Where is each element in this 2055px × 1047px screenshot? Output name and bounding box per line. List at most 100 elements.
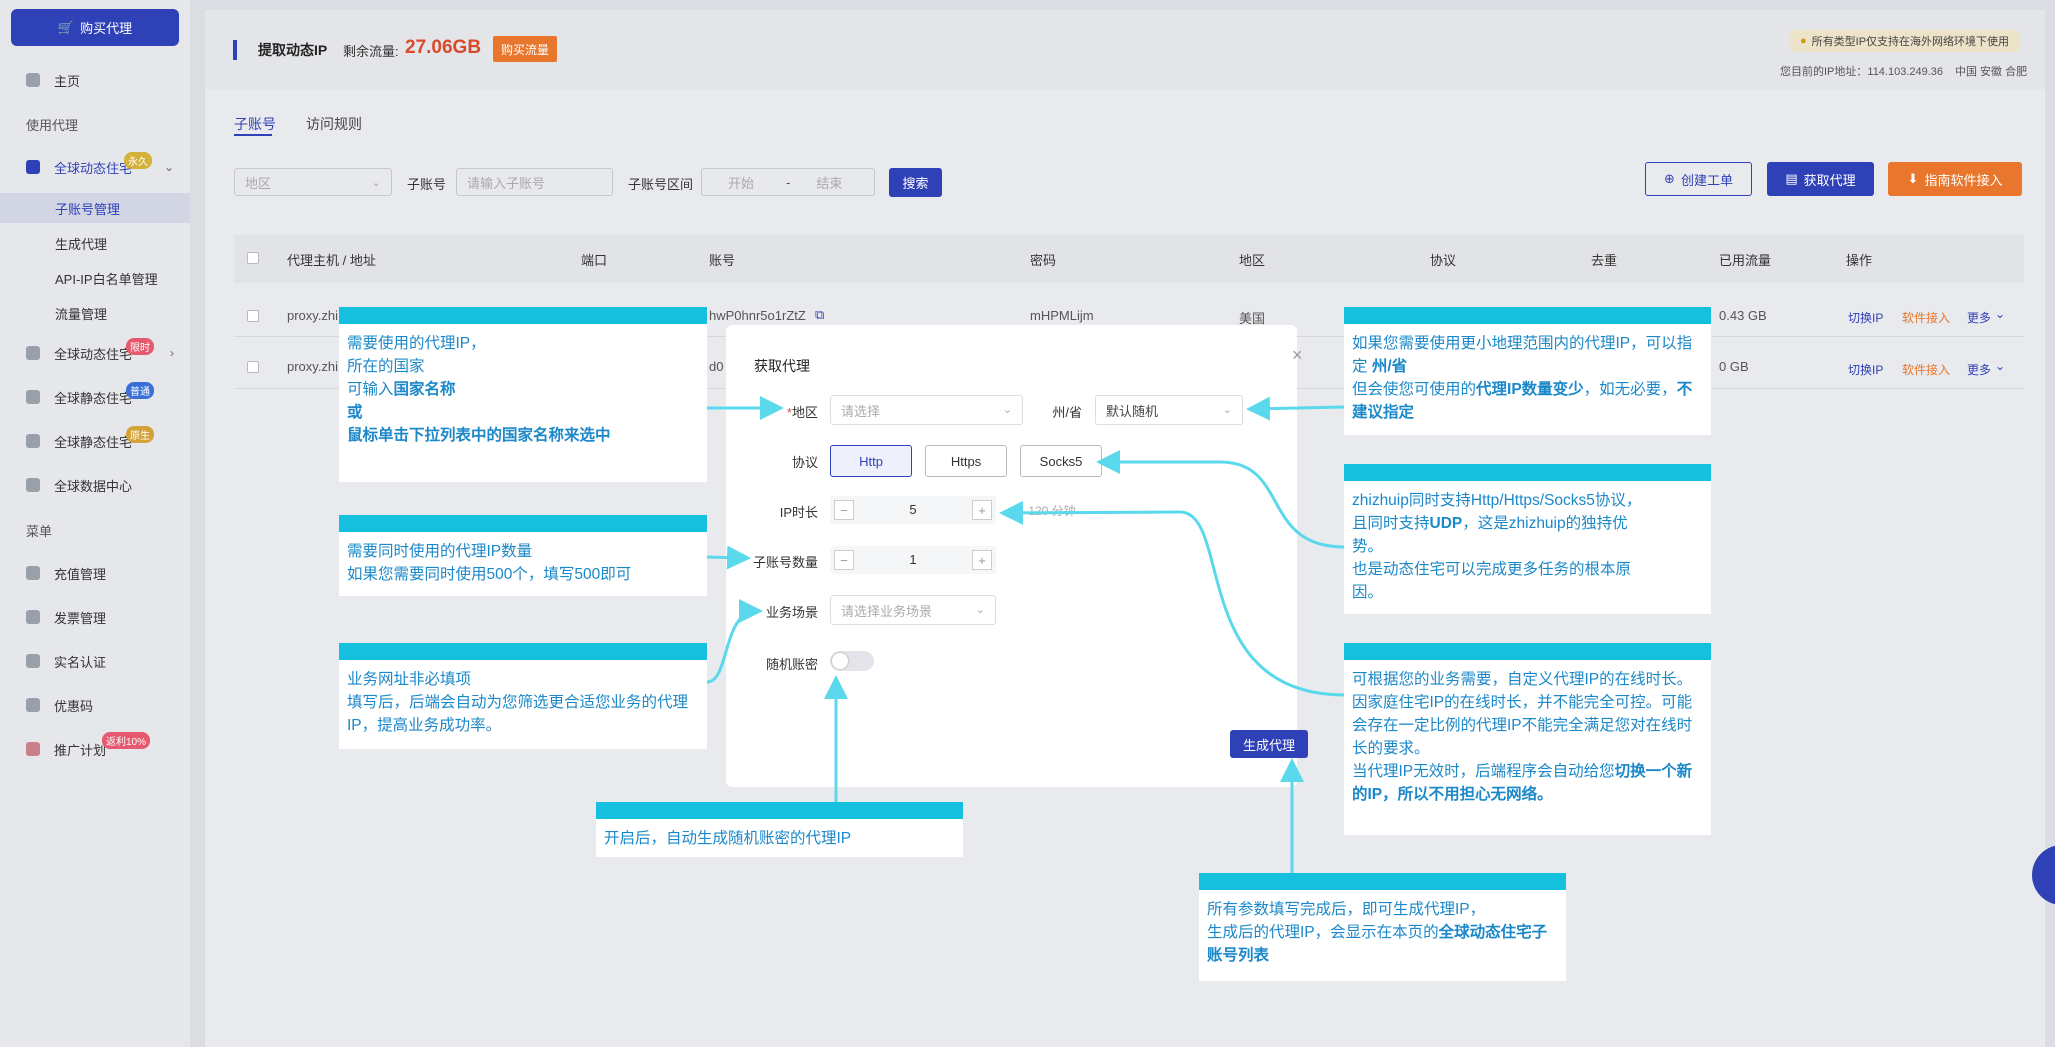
- software-access-link[interactable]: 软件接入: [1902, 311, 1951, 325]
- protocol-label: 协议: [791, 455, 818, 470]
- callout-random: 开启后，自动生成随机账密的代理IP: [596, 802, 963, 857]
- protocol-socks5-button[interactable]: Socks5: [1020, 445, 1102, 477]
- create-ticket-button[interactable]: ⊕创建工单: [1645, 162, 1752, 196]
- buy-proxy-button[interactable]: 🛒 购买代理: [11, 9, 179, 46]
- current-ip: 您目前的IP地址：114.103.249.36: [1780, 66, 1944, 78]
- col-used-traffic: 已用流量: [1719, 253, 1772, 268]
- random-credentials-toggle[interactable]: [830, 651, 874, 671]
- house-icon: [26, 434, 40, 448]
- dialog-title: 获取代理: [754, 358, 810, 374]
- sidebar-item-api-whitelist[interactable]: API-IP白名单管理: [55, 271, 158, 287]
- close-icon[interactable]: ×: [1292, 345, 1303, 365]
- row-checkbox[interactable]: [247, 361, 259, 373]
- badge-permanent: 永久: [124, 152, 152, 169]
- scene-select[interactable]: 请选择业务场景⌄: [830, 595, 996, 625]
- switch-ip-link[interactable]: 切换IP: [1848, 311, 1884, 325]
- state-select[interactable]: 默认随机⌄: [1095, 395, 1243, 425]
- select-all-checkbox[interactable]: [247, 252, 259, 264]
- sidebar-item-global-datacenter[interactable]: 全球数据中心: [0, 470, 190, 500]
- get-proxy-button[interactable]: ▤获取代理: [1767, 162, 1874, 196]
- callout-state: 如果您需要使用更小地理范围内的代理IP，可以指定 州/省 但会使您可使用的代理I…: [1344, 307, 1711, 435]
- sidebar-item-traffic-management[interactable]: 流量管理: [55, 306, 108, 322]
- random-credentials-label: 随机账密: [765, 657, 818, 672]
- subaccount-range-input[interactable]: 开始 - 结束: [701, 168, 875, 196]
- ip-duration-hint: - 120 分钟: [1021, 504, 1076, 518]
- count-stepper[interactable]: − 1 +: [830, 546, 996, 574]
- chevron-down-icon: ⌄: [1995, 307, 2006, 321]
- title-accent-bar: [233, 40, 237, 60]
- row-used-traffic: 0.43 GB: [1719, 308, 1767, 323]
- chevron-down-icon: ⌄: [371, 176, 381, 189]
- database-icon: [26, 478, 40, 492]
- row-checkbox[interactable]: [247, 310, 259, 322]
- sidebar-item-coupon[interactable]: 优惠码: [0, 690, 190, 720]
- increment-button[interactable]: +: [972, 500, 992, 520]
- network-notice: ●所有类型IP仅支持在海外网络环境下使用: [1790, 30, 2020, 52]
- state-label: 州/省: [1052, 405, 1082, 420]
- grid-icon: [26, 698, 40, 712]
- chevron-down-icon: ⌄: [1222, 404, 1232, 416]
- search-button[interactable]: 搜索: [889, 168, 942, 197]
- decrement-button[interactable]: −: [834, 550, 854, 570]
- decrement-button[interactable]: −: [834, 500, 854, 520]
- get-proxy-dialog: 获取代理 × *地区 请选择⌄ 州/省 默认随机⌄ 协议 Http Https …: [726, 325, 1308, 787]
- col-dedup: 去重: [1591, 253, 1618, 268]
- chevron-down-icon: ⌄: [1002, 404, 1012, 416]
- row-account: hwP0hnr5o1rZtZ: [709, 308, 806, 323]
- cart-icon: 🛒: [57, 19, 75, 35]
- infinity-icon: [26, 160, 40, 174]
- region-select[interactable]: 请选择⌄: [830, 395, 1023, 425]
- page-header: 提取动态IP 剩余流量: 27.06GB 购买流量 ●所有类型IP仅支持在海外网…: [205, 10, 2045, 90]
- tab-active-indicator: [234, 134, 272, 136]
- chevron-down-icon: ⌄: [1995, 359, 2006, 373]
- more-link[interactable]: 更多: [1967, 363, 1992, 377]
- buy-traffic-button[interactable]: 购买流量: [493, 36, 558, 62]
- row-account: d0: [709, 359, 724, 374]
- switch-ip-link[interactable]: 切换IP: [1848, 363, 1884, 377]
- ip-location: 中国 安徽 合肥: [1955, 66, 2028, 78]
- badge-limited: 限时: [126, 338, 154, 355]
- software-access-button[interactable]: ⬇指南软件接入: [1888, 162, 2022, 196]
- region-filter-select[interactable]: 地区⌄: [234, 168, 392, 196]
- sidebar-item-referral[interactable]: 推广计划返利10%: [0, 732, 190, 764]
- sidebar-item-global-dynamic-residential[interactable]: 全球动态住宅永久⌄: [0, 152, 190, 182]
- chevron-down-icon: ⌄: [163, 160, 174, 174]
- page-title: 提取动态IP: [258, 42, 328, 58]
- generate-proxy-button[interactable]: 生成代理: [1230, 730, 1308, 758]
- sidebar-item-verification[interactable]: 实名认证: [0, 646, 190, 676]
- sidebar-item-global-dynamic-limited[interactable]: 全球动态住宅限时›: [0, 338, 190, 368]
- sidebar-item-subaccount-management[interactable]: 子账号管理: [0, 193, 190, 223]
- invoice-icon: [26, 610, 40, 624]
- row-password: mHPMLijm: [1030, 308, 1094, 323]
- remaining-traffic-label: 剩余流量:: [343, 44, 399, 59]
- ip-duration-stepper[interactable]: − 5 +: [830, 496, 996, 524]
- tab-subaccount[interactable]: 子账号: [234, 116, 276, 132]
- sidebar-item-global-static-native[interactable]: 全球静态住宅原生: [0, 426, 190, 456]
- sidebar-item-generate-proxy[interactable]: 生成代理: [55, 236, 108, 252]
- sidebar-item-recharge[interactable]: 充值管理: [0, 558, 190, 588]
- heart-icon: [26, 742, 40, 756]
- bolt-icon: [26, 346, 40, 360]
- id-card-icon: [26, 654, 40, 668]
- more-link[interactable]: 更多: [1967, 311, 1992, 325]
- subaccount-filter-input[interactable]: 请输入子账号: [456, 168, 613, 196]
- count-label: 子账号数量: [752, 555, 818, 570]
- chevron-right-icon: ›: [170, 346, 174, 360]
- row-used-traffic: 0 GB: [1719, 359, 1749, 374]
- sidebar-item-home[interactable]: 主页: [0, 65, 190, 95]
- tab-access-rules[interactable]: 访问规则: [306, 116, 362, 132]
- protocol-https-button[interactable]: Https: [925, 445, 1007, 477]
- customer-service-button[interactable]: [2032, 845, 2055, 905]
- callout-protocol: zhizhuip同时支持Http/Https/Socks5协议，且同时支持UDP…: [1344, 464, 1711, 614]
- callout-count: 需要同时使用的代理IP数量 如果您需要同时使用500个，填写500即可: [339, 515, 707, 596]
- badge-normal: 普通: [126, 382, 154, 399]
- callout-country: 需要使用的代理IP， 所在的国家 可输入国家名称 或 鼠标单击下拉列表中的国家名…: [339, 307, 707, 482]
- badge-native: 原生: [126, 426, 154, 443]
- software-access-link[interactable]: 软件接入: [1902, 363, 1951, 377]
- sidebar-item-invoice[interactable]: 发票管理: [0, 602, 190, 632]
- protocol-http-button[interactable]: Http: [830, 445, 912, 477]
- increment-button[interactable]: +: [972, 550, 992, 570]
- edit-icon[interactable]: ⧉: [815, 307, 825, 322]
- sidebar-item-global-static-normal[interactable]: 全球静态住宅普通: [0, 382, 190, 412]
- table-header-row: [234, 235, 2024, 283]
